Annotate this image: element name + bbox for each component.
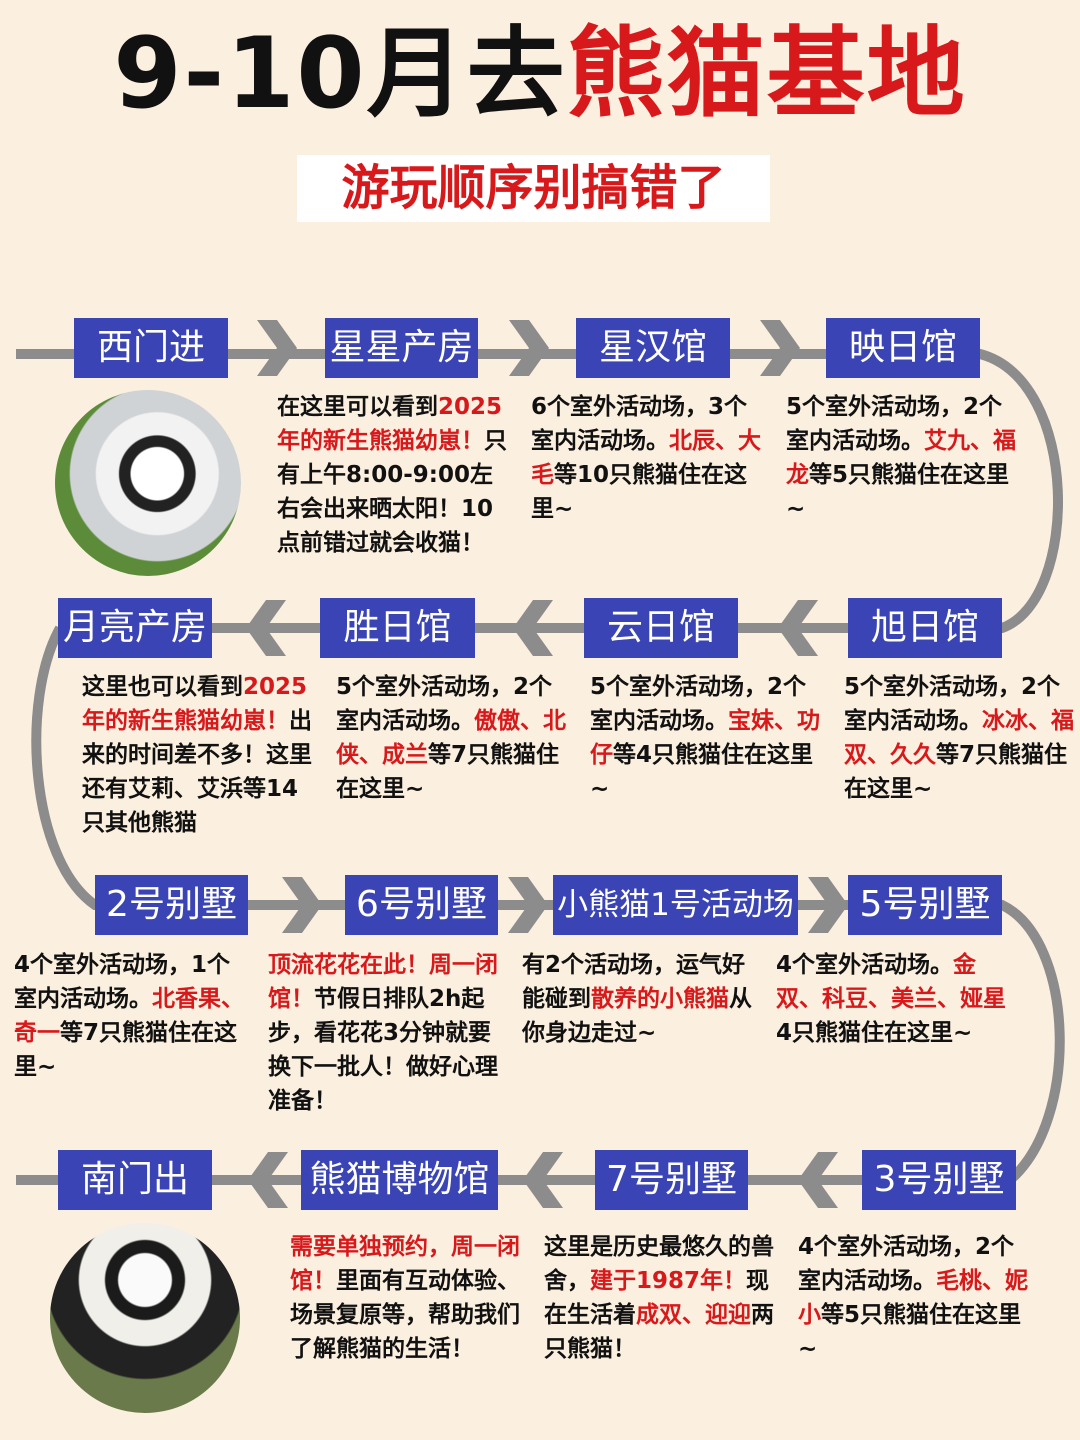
highlight-text: 冰冰、福双、久久: [844, 708, 1074, 768]
stop-description: 4个室外活动场，1个室内活动场。北香果、奇一等7只熊猫住在这里~: [14, 948, 250, 1084]
highlight-text: 顶流花花在此！周一闭馆！: [268, 952, 498, 1012]
stop-description: 在这里可以看到2025年的新生熊猫幼崽！只有上午8:00-9:00左右会出来晒太…: [277, 390, 513, 560]
chevron-right-icon: [282, 877, 322, 933]
stop-label: 星汉馆: [576, 318, 730, 378]
route-row-1: [16, 349, 1063, 633]
highlight-text: 金双、科豆、美兰、娅星: [776, 952, 1006, 1012]
body-text: 这里也可以看到: [82, 674, 243, 700]
body-text: 等7只熊猫住在这里~: [844, 742, 1068, 802]
body-text: 在这里可以看到: [277, 394, 438, 420]
stop-description: 5个室外活动场，2个室内活动场。艾九、福龙等5只熊猫住在这里~: [786, 390, 1022, 526]
title-black: 9-10月去: [113, 17, 567, 131]
stop-label: 2号别墅: [95, 875, 248, 935]
highlight-text: 北香果、奇一: [14, 986, 244, 1046]
stop-label: 7号别墅: [595, 1150, 748, 1210]
body-text: 等10只熊猫住在这里~: [531, 462, 748, 522]
body-text: 两只熊猫！: [544, 1302, 774, 1362]
body-text: 6个室外活动场，3个室内活动场。: [531, 394, 748, 454]
stop-label: 胜日馆: [320, 598, 475, 658]
page-title: 9-10月去熊猫基地: [0, 14, 1080, 134]
stop-description: 4个室外活动场。金双、科豆、美兰、娅星 4只熊猫住在这里~: [776, 948, 1012, 1050]
body-text: 4个室外活动场。: [776, 952, 954, 978]
stop-description: 5个室外活动场，2个室内活动场。冰冰、福双、久久等7只熊猫住在这里~: [844, 670, 1080, 806]
chevron-right-icon: [760, 320, 800, 376]
stop-description: 5个室外活动场，2个室内活动场。傲傲、北侠、成兰等7只熊猫住在这里~: [336, 670, 572, 806]
highlight-text: 需要单独预约，周一闭馆！: [290, 1234, 520, 1294]
highlight-text: 北辰、大毛: [531, 428, 761, 488]
subtitle: 游玩顺序别搞错了: [297, 155, 770, 222]
stop-description: 4个室外活动场，2个室内活动场。毛桃、妮小等5只熊猫住在这里~: [798, 1230, 1034, 1366]
highlight-text: 散养的小熊猫: [591, 986, 729, 1012]
title-red: 熊猫基地: [566, 17, 967, 131]
highlight-text: 建于1987年！: [590, 1268, 747, 1294]
body-text: 从你身边走过~: [522, 986, 752, 1046]
stop-description: 顶流花花在此！周一闭馆！节假日排队2h起步，看花花3分钟就要换下一批人！做好心理…: [268, 948, 504, 1118]
stop-label: 映日馆: [826, 318, 980, 378]
stop-label: 小熊猫1号活动场: [553, 875, 798, 935]
body-text: 4只熊猫住在这里~: [776, 1020, 973, 1046]
stop-label: 南门出: [58, 1150, 212, 1210]
chevron-left-icon: [248, 1152, 288, 1208]
highlight-text: 傲傲、北侠、成兰: [336, 708, 566, 768]
body-text: 5个室外活动场，2个室内活动场。: [844, 674, 1061, 734]
stop-label: 3号别墅: [862, 1150, 1016, 1210]
highlight-text: 2025年的新生熊猫幼崽！: [82, 674, 308, 734]
route-row-2: [16, 625, 1065, 1185]
stop-description: 需要单独预约，周一闭馆！里面有互动体验、场景复原等，帮助我们了解熊猫的生活！: [290, 1230, 526, 1366]
stop-label: 旭日馆: [848, 598, 1002, 658]
body-text: 5个室外活动场，2个室内活动场。: [786, 394, 1003, 454]
highlight-text: 2025年的新生熊猫幼崽！: [277, 394, 503, 454]
stop-description: 这里是历史最悠久的兽舍，建于1987年！现在生活着成双、迎迎两只熊猫！: [544, 1230, 780, 1366]
body-text: 等5只熊猫住在这里~: [786, 462, 1010, 522]
stop-label: 星星产房: [325, 318, 478, 378]
body-text: 等5只熊猫住在这里~: [798, 1302, 1022, 1362]
baby-panda-photo: [55, 390, 241, 576]
body-text: 现在生活着: [544, 1268, 770, 1328]
stop-label: 西门进: [74, 318, 228, 378]
highlight-text: 成双、迎迎: [636, 1302, 751, 1328]
body-text: 5个室外活动场，2个室内活动场。: [590, 674, 807, 734]
body-text: 这里是历史最悠久的兽舍，: [544, 1234, 774, 1294]
body-text: 等7只熊猫住在这里~: [14, 1020, 238, 1080]
stop-description: 5个室外活动场，2个室内活动场。宝妹、功仔等4只熊猫住在这里~: [590, 670, 826, 806]
chevron-right-icon: [509, 320, 549, 376]
chevron-left-icon: [523, 1152, 563, 1208]
stop-label: 6号别墅: [345, 875, 498, 935]
body-text: 只有上午8:00-9:00左右会出来晒太阳！10点前错过就会收猫！: [277, 428, 507, 556]
highlight-text: 宝妹、功仔: [590, 708, 820, 768]
body-text: 出来的时间差不多！这里还有艾莉、艾浜等14只其他熊猫: [82, 708, 312, 836]
chevron-right-icon: [508, 877, 548, 933]
stop-label: 5号别墅: [848, 875, 1002, 935]
stop-label: 云日馆: [584, 598, 738, 658]
highlight-text: 毛桃、妮小: [798, 1268, 1028, 1328]
stop-label: 月亮产房: [58, 598, 212, 658]
chevron-left-icon: [246, 600, 286, 656]
body-text: 里面有互动体验、场景复原等，帮助我们了解熊猫的生活！: [290, 1268, 520, 1362]
body-text: 5个室外活动场，2个室内活动场。: [336, 674, 553, 734]
chevron-left-icon: [778, 600, 818, 656]
chevron-right-icon: [808, 877, 848, 933]
stop-description: 6个室外活动场，3个室内活动场。北辰、大毛等10只熊猫住在这里~: [531, 390, 767, 526]
chevron-left-icon: [798, 1152, 838, 1208]
highlight-text: 艾九、福龙: [786, 428, 1016, 488]
body-text: 4个室外活动场，1个室内活动场。: [14, 952, 231, 1012]
body-text: 4个室外活动场，2个室内活动场。: [798, 1234, 1015, 1294]
chevron-left-icon: [513, 600, 553, 656]
adult-panda-photo: [50, 1223, 240, 1413]
body-text: 有2个活动场，运气好能碰到: [522, 952, 746, 1012]
body-text: 等4只熊猫住在这里~: [590, 742, 814, 802]
stop-description: 有2个活动场，运气好能碰到散养的小熊猫从你身边走过~: [522, 948, 758, 1050]
chevron-right-icon: [257, 320, 297, 376]
body-text: 等7只熊猫住在这里~: [336, 742, 560, 802]
stop-label: 熊猫博物馆: [301, 1150, 498, 1210]
body-text: 节假日排队2h起步，看花花3分钟就要换下一批人！做好心理准备！: [268, 986, 498, 1114]
stop-description: 这里也可以看到2025年的新生熊猫幼崽！出来的时间差不多！这里还有艾莉、艾浜等1…: [82, 670, 318, 840]
